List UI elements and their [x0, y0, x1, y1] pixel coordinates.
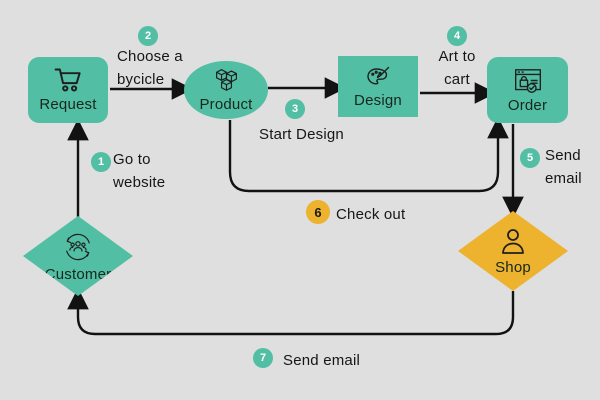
packages-icon — [213, 68, 240, 93]
step-badge-7: 7 — [253, 348, 273, 368]
step-label-6: Check out — [336, 206, 406, 223]
node-customer-label: Customer — [44, 266, 112, 283]
node-order: Order — [487, 57, 568, 123]
step-label-2: Choose a bycicle — [117, 48, 183, 88]
node-request-label: Request — [39, 96, 97, 113]
step-badge-1: 1 — [91, 152, 111, 172]
node-shop-label: Shop — [495, 259, 531, 276]
step-label-3: Start Design — [259, 126, 344, 143]
palette-icon — [364, 65, 392, 89]
step-badge-2: 2 — [138, 26, 158, 46]
node-customer: Customer — [23, 216, 133, 296]
node-request: Request — [28, 57, 108, 123]
node-design-label: Design — [354, 91, 402, 109]
connector-step7-shop-customer — [67, 287, 515, 336]
node-shop: Shop — [458, 211, 568, 291]
node-product: Product — [184, 61, 268, 119]
node-product-label: Product — [199, 95, 253, 113]
node-order-label: Order — [507, 96, 548, 114]
step-label-7: Send email — [283, 352, 361, 369]
step-badge-3: 3 — [285, 99, 305, 119]
step-badge-6: 6 — [306, 200, 330, 224]
customers-icon — [60, 229, 96, 265]
person-icon — [496, 226, 530, 258]
step-label-5: Send email — [545, 147, 582, 187]
step-label-1: Go to website — [113, 151, 166, 191]
step-badge-5: 5 — [520, 148, 540, 168]
shopping-cart-icon — [53, 67, 83, 93]
order-window-icon — [513, 67, 543, 94]
step-badge-4: 4 — [447, 26, 467, 46]
step-label-4: Art to cart — [438, 48, 476, 88]
node-design: Design — [338, 56, 418, 117]
